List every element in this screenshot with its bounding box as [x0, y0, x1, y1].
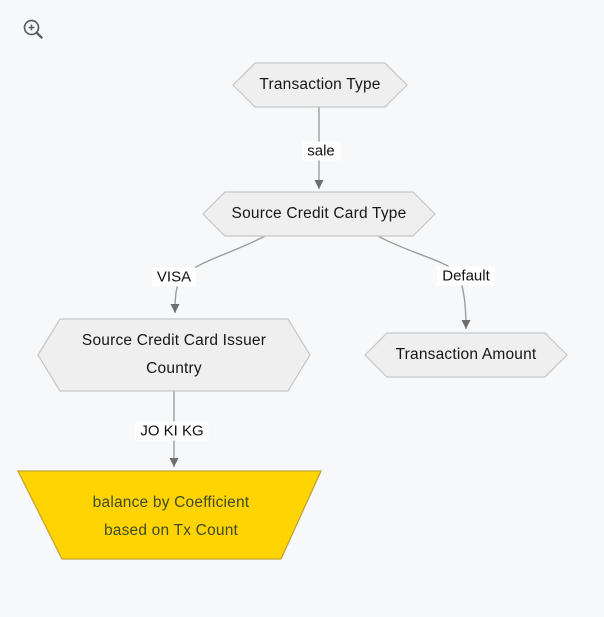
node-transaction-type-shape[interactable]	[232, 62, 408, 108]
node-source-credit-card-type-shape[interactable]	[202, 191, 436, 237]
node-transaction-amount-shape[interactable]	[364, 332, 568, 378]
node-leaf-balance-shape[interactable]	[16, 470, 323, 560]
edge-label-jo-ki-kg: JO KI KG	[135, 421, 209, 441]
node-issuer-country-shape[interactable]	[37, 318, 311, 392]
zoom-in-icon	[23, 19, 44, 40]
edge-label-sale: sale	[302, 141, 340, 161]
zoom-in-button[interactable]	[21, 17, 47, 43]
edge-label-default: Default	[437, 266, 495, 286]
edge-label-visa: VISA	[151, 267, 197, 287]
